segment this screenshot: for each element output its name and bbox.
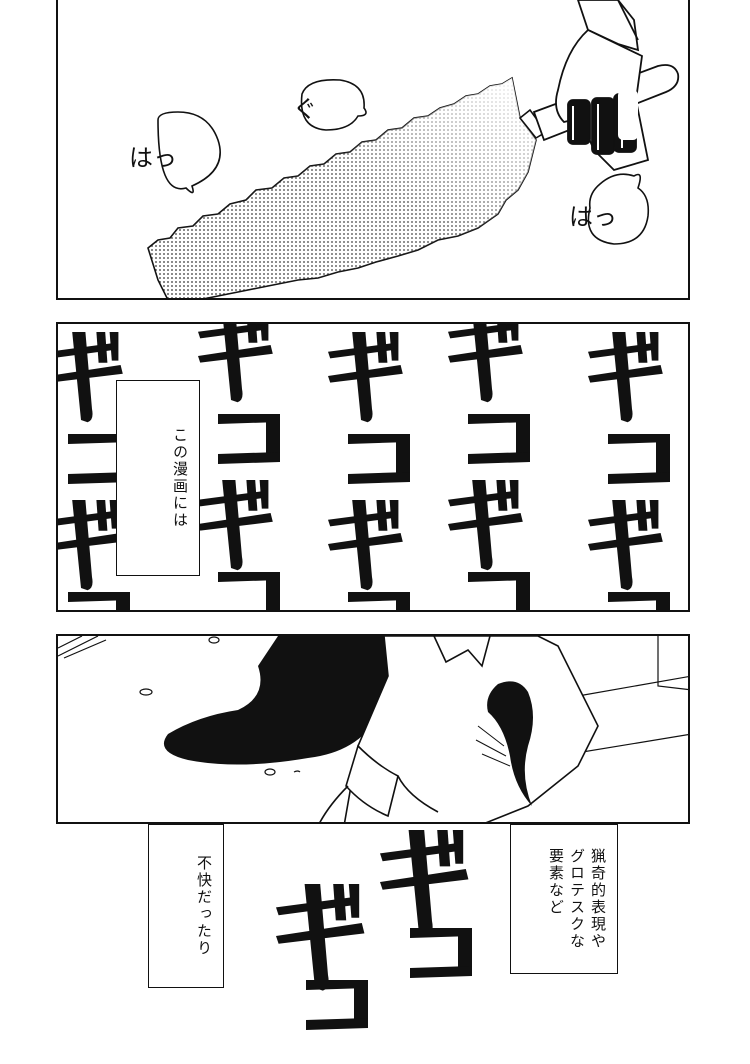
small-debris <box>139 636 301 776</box>
sfx-gi-4 <box>198 324 273 403</box>
person-torso <box>319 636 599 822</box>
sfx-gi-16 <box>588 332 663 423</box>
speech-bubble-ha-1: はっ <box>129 143 177 172</box>
figure-illustration <box>58 636 688 822</box>
panel-sfx-pattern: この漫画には <box>56 322 690 612</box>
sfx-gi-6 <box>198 480 273 571</box>
sfx-gi-14 <box>448 480 523 571</box>
sfx-gikogiko-pattern <box>58 324 670 610</box>
hand-gripping <box>555 0 650 172</box>
caption-intro: この漫画には <box>116 380 200 576</box>
caption-left: 不快だったり <box>148 824 224 988</box>
sfx-gi-2 <box>58 500 123 591</box>
sfx-bottom-gi-1 <box>380 830 469 937</box>
sfx-bottom-ko-2 <box>306 980 368 1030</box>
sfx-gikogiko-bottom <box>276 830 472 1030</box>
panel-knife: はっ ぐ はっ <box>56 0 690 300</box>
sfx-gi-8 <box>328 332 403 423</box>
sfx-ko-13 <box>468 414 530 464</box>
panel-figure <box>56 634 690 824</box>
sfx-ko-9 <box>348 434 410 484</box>
speech-bubbles <box>157 78 650 245</box>
caption-right: 猟奇的表現や グロテスクな 要素など <box>510 824 618 974</box>
sfx-ko-15 <box>468 572 530 610</box>
sfx-ko-3 <box>68 592 130 610</box>
knife-illustration <box>147 0 680 298</box>
sfx-gi-0 <box>58 332 123 423</box>
sfx-gi-12 <box>448 324 523 403</box>
sfx-gi-18 <box>588 500 663 591</box>
blood-stain <box>475 681 533 806</box>
sfx-gi-10 <box>328 500 403 591</box>
sfx-ko-11 <box>348 592 410 610</box>
cast-shadow <box>163 636 392 765</box>
sfx-bottom-gi-2 <box>276 884 365 991</box>
sfx-ko-19 <box>608 592 670 610</box>
speech-bubble-gu: ぐ <box>293 94 317 123</box>
sfx-ko-5 <box>218 414 280 464</box>
sfx-ko-17 <box>608 434 670 484</box>
cleaver-blade <box>147 76 537 298</box>
sfx-bottom-ko-1 <box>410 928 472 978</box>
speech-bubble-ha-2: はっ <box>569 202 617 231</box>
sfx-ko-7 <box>218 572 280 610</box>
